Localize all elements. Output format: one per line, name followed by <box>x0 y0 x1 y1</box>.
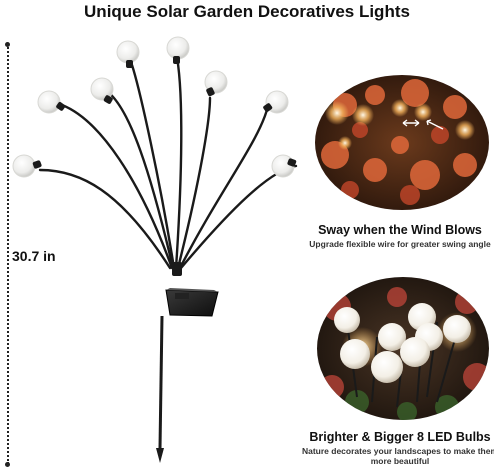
sway-feature-heading: Sway when the Wind Blows <box>318 223 482 237</box>
dimension-bottom-dot <box>5 462 10 467</box>
height-dimension-label: 30.7 in <box>12 248 56 264</box>
height-dimension-line <box>7 44 9 464</box>
solar-light-product-image <box>12 36 298 463</box>
sway-feature-photo <box>315 75 489 210</box>
bulbs-feature-photo <box>317 277 489 420</box>
bulbs-feature-heading: Brighter & Bigger 8 LED Bulbs <box>309 430 491 444</box>
dimension-top-dot <box>5 42 10 47</box>
led-bulbs <box>12 36 297 178</box>
sway-feature-subtext: Upgrade flexible wire for greater swing … <box>309 239 491 249</box>
solar-panel <box>165 288 219 317</box>
bulbs-feature-subtext: Nature decorates your landscapes to make… <box>301 446 494 466</box>
page-title: Unique Solar Garden Decoratives Lights <box>84 2 410 21</box>
